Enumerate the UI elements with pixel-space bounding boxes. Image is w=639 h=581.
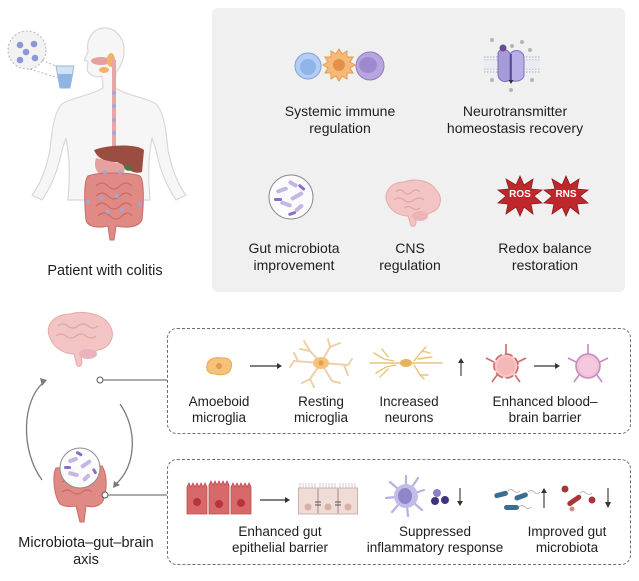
effects-panel [212, 8, 625, 292]
intact-bbb-icon [567, 344, 609, 383]
inflammatory-label: Suppressed inflammatory response [366, 524, 504, 555]
amoeboid-microglia-icon [206, 357, 233, 376]
arrow-right-icon [260, 497, 290, 503]
improved-microbiota-label: Improved gut microbiota [527, 524, 607, 555]
axis-gut-icon [53, 447, 107, 523]
rns-burst [542, 175, 590, 217]
leaky-bbb-icon [485, 344, 527, 383]
gut-effects-box [167, 459, 631, 565]
arrow-right-icon [534, 363, 560, 369]
trend-up-arrow-icon [458, 358, 464, 376]
neurotransmitter-label: Neurotransmitter homeostasis recovery [446, 103, 584, 136]
damaged-epithelium-icon [186, 480, 252, 515]
bbb-label: Enhanced blood– brain barrier [492, 394, 598, 425]
resting-microglia-icon [289, 338, 353, 388]
immune-cells-icon [294, 48, 385, 82]
liver-icon [94, 145, 144, 173]
gut-microbiota-label: Gut microbiota improvement [248, 240, 340, 273]
cns-label: CNS regulation [379, 240, 441, 273]
trend-up-arrow-icon [541, 488, 547, 508]
bacteria-petri-icon [268, 174, 314, 220]
brain-icon [385, 179, 441, 227]
amoeboid-label: Amoeboid microglia [188, 394, 250, 425]
rns-badge-text: RNS [555, 189, 577, 200]
ros-badge-text: ROS [509, 189, 531, 200]
membrane-transporter-icon [484, 38, 540, 92]
brain-to-gut-arrow [115, 403, 133, 485]
trend-down-arrow-icon [457, 488, 463, 506]
ros-burst [496, 175, 544, 217]
gut-to-brain-arrow [25, 381, 45, 481]
axis-brain-icon [47, 312, 113, 367]
patient-label: Patient with colitis [47, 263, 163, 279]
patient-illustration: Patient with colitis [0, 0, 210, 290]
cytokines-icon [431, 489, 449, 505]
neuron-icon [369, 346, 443, 380]
increased-neurons-label: Increased neurons [379, 394, 439, 425]
trend-down-arrow-icon [605, 488, 611, 508]
ros-rns-burst-icon [496, 175, 590, 217]
epithelial-barrier-label: Enhanced gut epithelial barrier [231, 524, 329, 555]
axis-label: Microbiota–gut–brain axis [18, 535, 154, 568]
arrow-right-icon [250, 363, 282, 369]
brain-effects-box [167, 328, 631, 434]
axis-diagram [25, 312, 167, 523]
macrophage-icon [384, 474, 426, 518]
intestines-icon [84, 172, 144, 241]
healthy-epithelium-icon [298, 483, 358, 515]
capsule-zoom-icon [7, 30, 61, 79]
human-body-icon [7, 27, 187, 241]
immune-label: Systemic immune regulation [284, 103, 396, 136]
redox-label: Redox balance restoration [498, 240, 592, 273]
beneficial-bacteria-icon [494, 489, 541, 510]
resting-label: Resting microglia [293, 394, 348, 425]
harmful-bacteria-icon [561, 485, 596, 512]
